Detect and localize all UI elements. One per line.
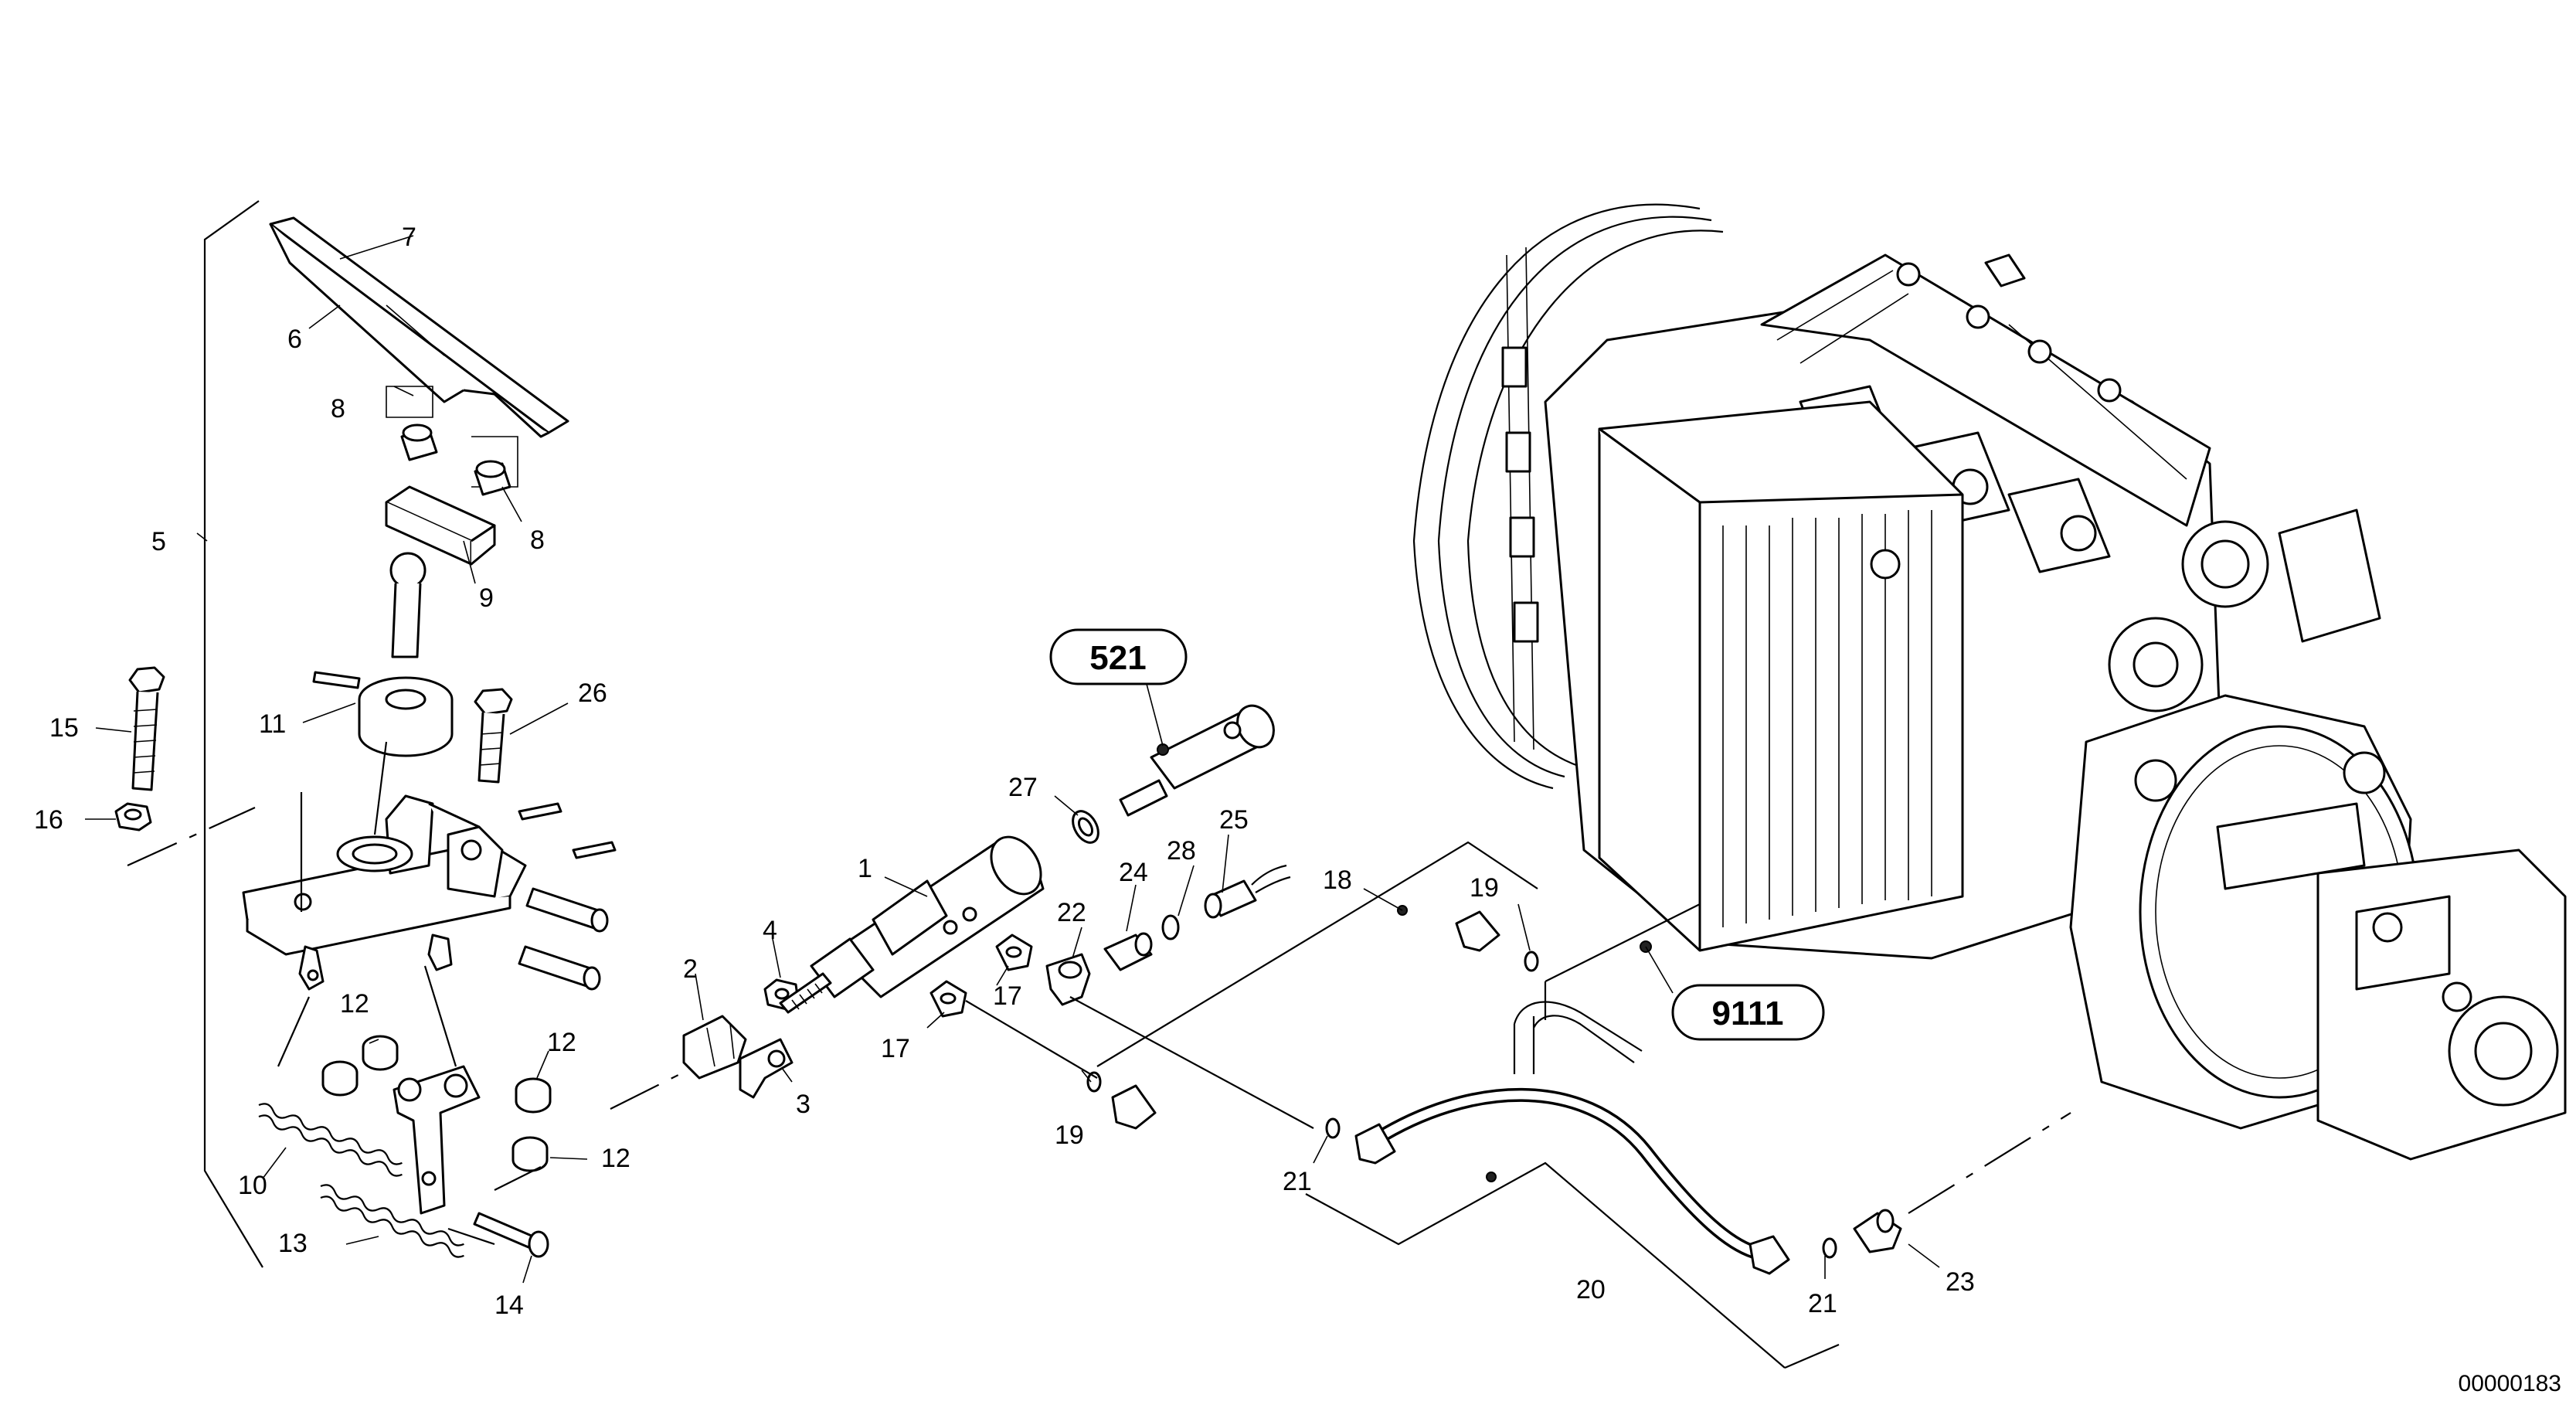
drawing-code: 00000183 xyxy=(2459,1371,2561,1396)
callout-9: 9 xyxy=(479,583,494,613)
ball-pin xyxy=(389,552,427,589)
callout-17a: 17 xyxy=(993,981,1022,1011)
callout-7: 7 xyxy=(402,223,416,252)
clevis-3 xyxy=(739,1038,794,1099)
callout-15: 15 xyxy=(49,713,79,743)
callout-2: 2 xyxy=(683,954,698,984)
pedal-assembly xyxy=(114,200,617,1268)
callout-18: 18 xyxy=(1323,866,1352,895)
callout-5: 5 xyxy=(151,527,166,556)
oil-filler-cap xyxy=(1984,253,2026,287)
callout-8a: 8 xyxy=(331,394,345,423)
callout-23: 23 xyxy=(1946,1267,1975,1297)
callout-21b: 21 xyxy=(1808,1289,1837,1318)
callout-26: 26 xyxy=(578,678,607,708)
callout-13: 13 xyxy=(278,1229,308,1258)
callout-25: 25 xyxy=(1219,805,1249,835)
bolt-26 xyxy=(474,688,513,716)
callout-20: 20 xyxy=(1576,1275,1606,1304)
cylinder-linkage xyxy=(682,704,1291,1099)
callout-17b: 17 xyxy=(881,1034,910,1063)
clevis-pin-14 xyxy=(473,1212,535,1249)
bolt-15 xyxy=(128,666,165,694)
ref-bubble-521[interactable]: 521 xyxy=(1049,628,1188,685)
callout-12b: 12 xyxy=(547,1028,576,1057)
callout-6: 6 xyxy=(287,325,302,354)
spring-10 xyxy=(258,1103,403,1165)
callout-8b: 8 xyxy=(530,525,545,555)
callout-28: 28 xyxy=(1167,836,1196,866)
callout-12c: 12 xyxy=(601,1144,630,1173)
callout-3: 3 xyxy=(796,1090,811,1119)
clevis-2 xyxy=(682,1015,747,1080)
callout-27: 27 xyxy=(1008,773,1038,802)
ref-label-9111: 9111 xyxy=(1711,995,1783,1032)
callout-22: 22 xyxy=(1057,898,1086,927)
callout-1: 1 xyxy=(858,854,872,883)
lever-arm xyxy=(393,1065,481,1215)
pedal-plate xyxy=(269,216,569,434)
leader-lines xyxy=(85,235,2071,1369)
tube-9111 xyxy=(1513,1001,1643,1074)
flywheel-outer-ring xyxy=(1412,203,1701,790)
callout-14: 14 xyxy=(494,1291,524,1320)
callout-labels: 1 2 3 4 5 6 7 8 8 9 10 11 12 12 12 13 14… xyxy=(34,223,1975,1320)
group-bracket-5 xyxy=(203,200,263,1268)
callout-19a: 19 xyxy=(1470,873,1499,903)
callout-16: 16 xyxy=(34,805,63,835)
callout-4: 4 xyxy=(763,916,777,945)
spring-13 xyxy=(320,1184,464,1246)
ref-label-521: 521 xyxy=(1089,639,1146,677)
callout-10: 10 xyxy=(238,1171,267,1200)
valve-cover xyxy=(1760,253,2211,527)
engine-assembly xyxy=(1412,203,2567,1161)
ref-bubble-9111[interactable]: 9111 xyxy=(1671,984,1825,1041)
hose-20 xyxy=(1371,1087,1757,1259)
callout-11: 11 xyxy=(259,709,286,739)
callout-19b: 19 xyxy=(1055,1121,1084,1150)
o-ring-21 xyxy=(1325,1117,1341,1139)
callout-21a: 21 xyxy=(1283,1167,1312,1196)
washer-28 xyxy=(1161,914,1180,940)
callout-12a: 12 xyxy=(340,989,369,1019)
hose-lines xyxy=(1086,905,1902,1275)
callout-24: 24 xyxy=(1119,858,1148,887)
